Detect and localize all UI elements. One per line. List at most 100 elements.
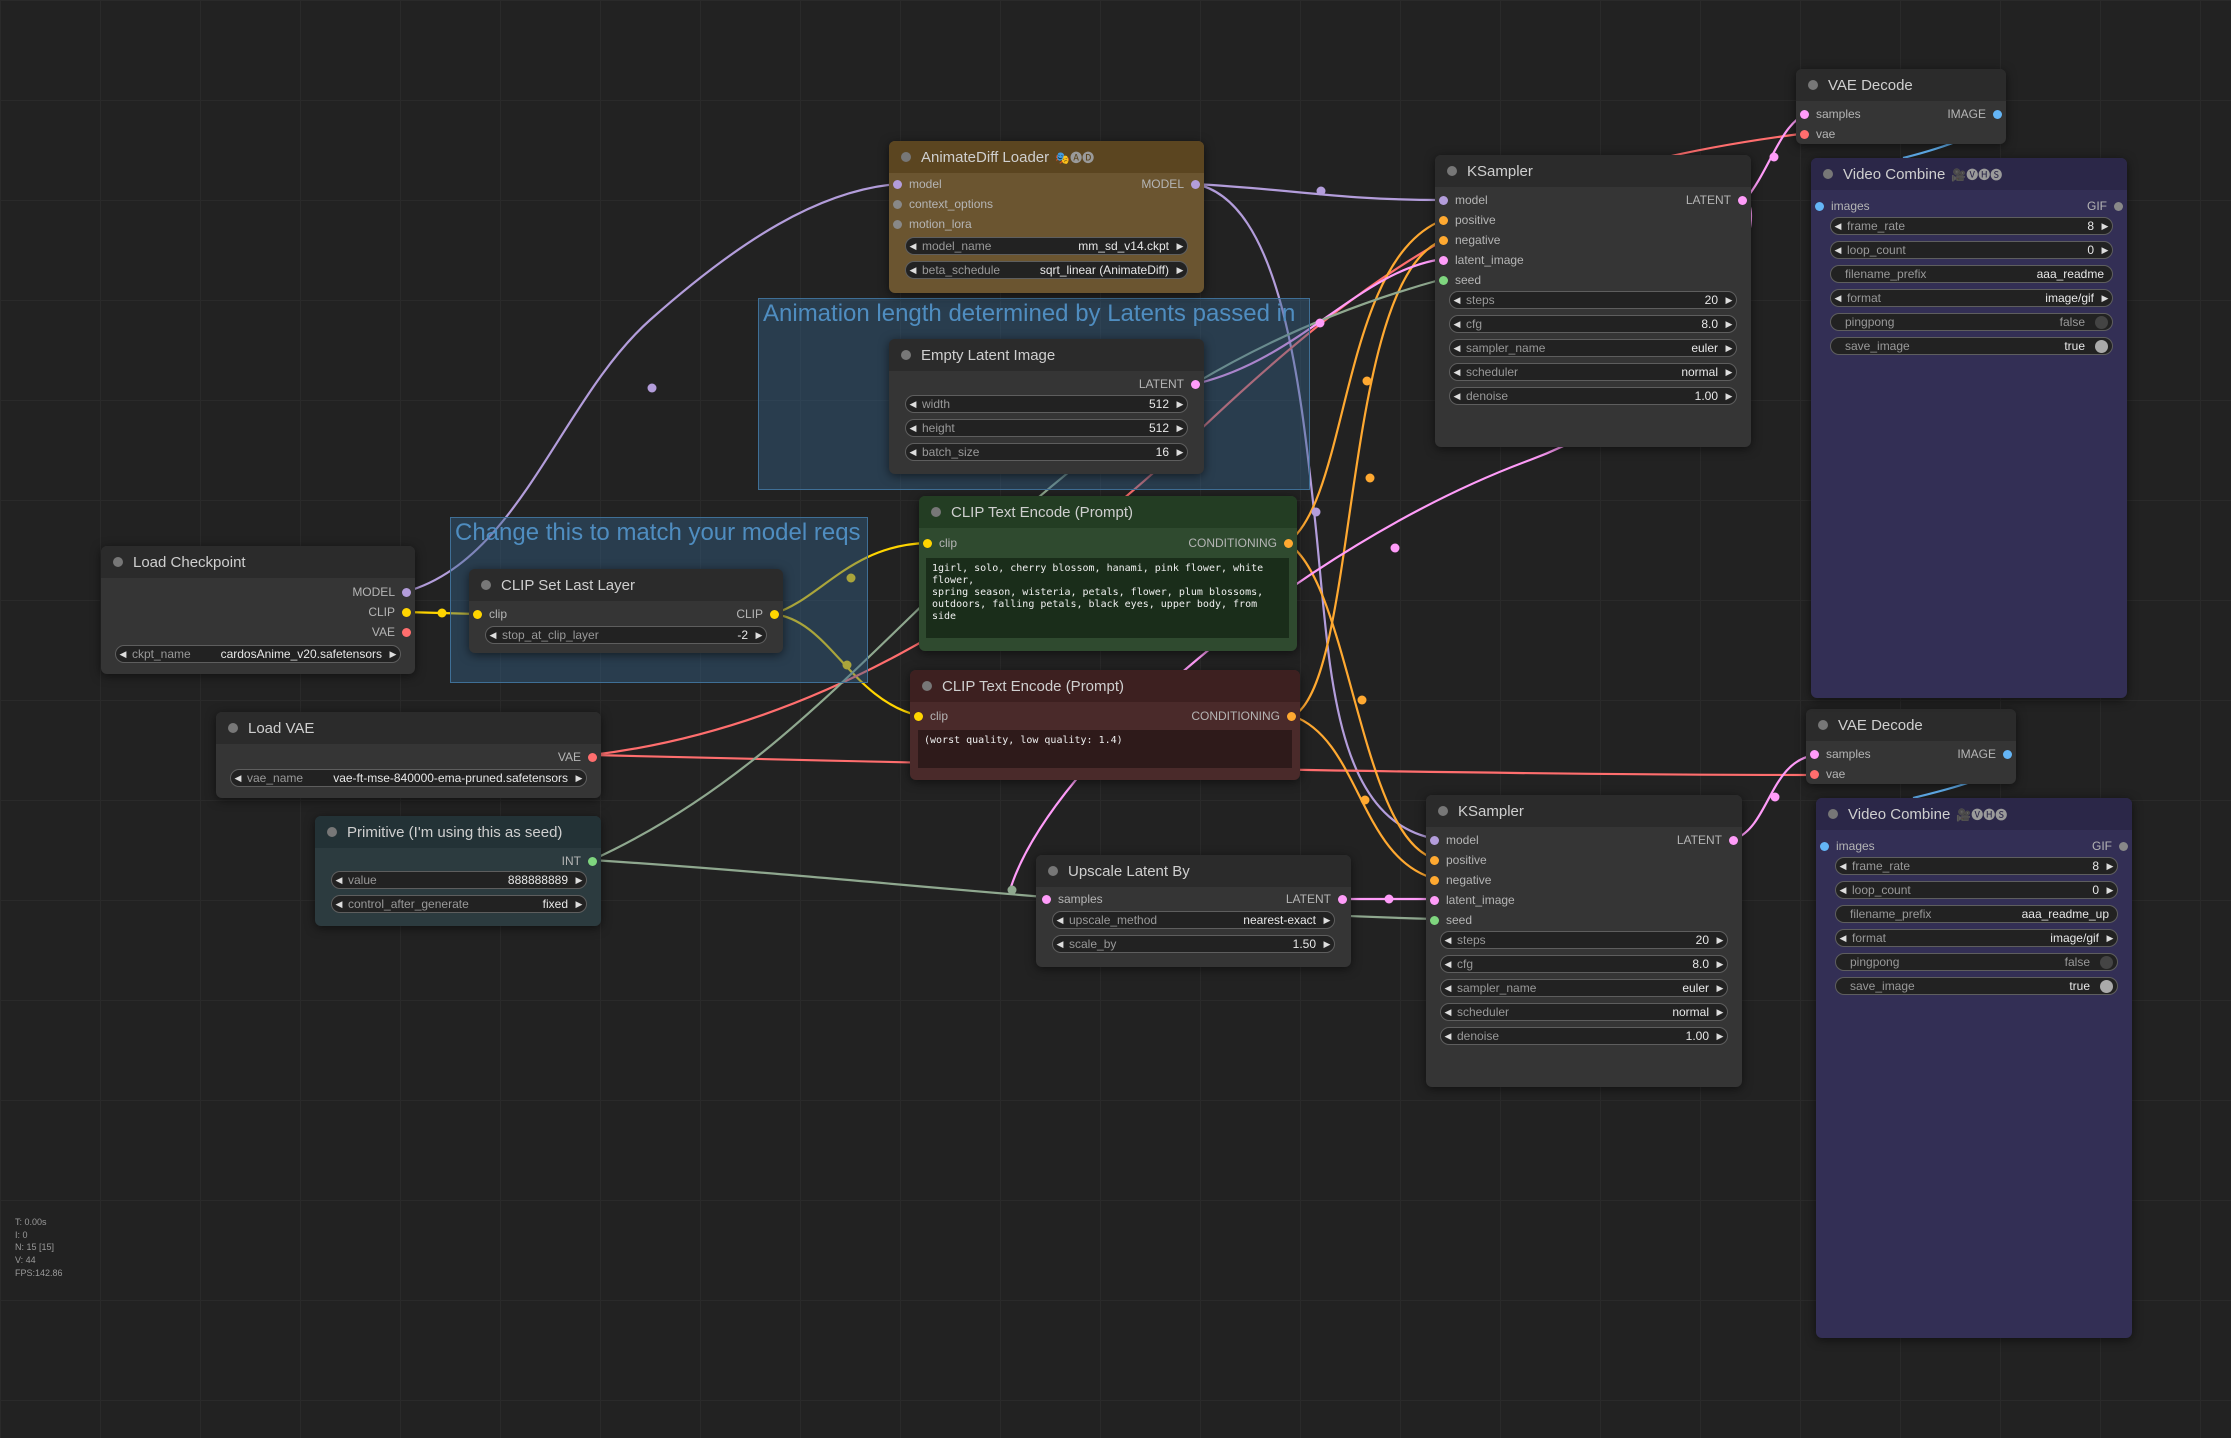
- input-model[interactable]: model: [1430, 833, 1479, 847]
- output-image[interactable]: IMAGE: [1957, 747, 2012, 761]
- node-title-bar[interactable]: CLIP Set Last Layer: [469, 569, 783, 601]
- input-vae[interactable]: vae: [1810, 767, 1845, 781]
- input-negative[interactable]: negative: [1439, 233, 1500, 247]
- node-title-bar[interactable]: Load Checkpoint: [101, 546, 415, 578]
- node-title-bar[interactable]: VAE Decode: [1806, 709, 2016, 741]
- input-latent-image[interactable]: latent_image: [1439, 253, 1524, 267]
- output-latent[interactable]: LATENT: [1286, 892, 1347, 906]
- collapse-dot[interactable]: [1823, 169, 1833, 179]
- collapse-dot[interactable]: [931, 507, 941, 517]
- input-motion-lora[interactable]: motion_lora: [893, 217, 972, 231]
- node-clip-set-last-layer[interactable]: CLIP Set Last Layer clip CLIP ◀stop_at_c…: [469, 569, 783, 653]
- collapse-dot[interactable]: [901, 350, 911, 360]
- node-title-bar[interactable]: Video Combine🎥🅥🅗🅢: [1816, 798, 2132, 830]
- node-title-bar[interactable]: VAE Decode: [1796, 69, 2006, 101]
- input-model[interactable]: model: [893, 177, 942, 191]
- node-title-bar[interactable]: KSampler: [1435, 155, 1751, 187]
- input-samples[interactable]: samples: [1810, 747, 1871, 761]
- node-title-bar[interactable]: Video Combine🎥🅥🅗🅢: [1811, 158, 2127, 190]
- input-vae[interactable]: vae: [1800, 127, 1835, 141]
- collapse-dot[interactable]: [481, 580, 491, 590]
- input-context-options[interactable]: context_options: [893, 197, 993, 211]
- collapse-dot[interactable]: [922, 681, 932, 691]
- input-negative[interactable]: negative: [1430, 873, 1491, 887]
- collapse-dot[interactable]: [113, 557, 123, 567]
- output-vae[interactable]: VAE: [558, 750, 597, 764]
- input-seed[interactable]: seed: [1439, 273, 1481, 287]
- node-title-bar[interactable]: Upscale Latent By: [1036, 855, 1351, 887]
- node-animatediff-loader[interactable]: AnimateDiff Loader🎭🅐🅓 model context_opti…: [889, 141, 1204, 293]
- collapse-dot[interactable]: [1808, 80, 1818, 90]
- input-model[interactable]: model: [1439, 193, 1488, 207]
- output-latent[interactable]: LATENT: [1686, 193, 1747, 207]
- output-conditioning[interactable]: CONDITIONING: [1188, 536, 1293, 550]
- node-title-bar[interactable]: AnimateDiff Loader🎭🅐🅓: [889, 141, 1204, 173]
- node-clip-text-encode-positive[interactable]: CLIP Text Encode (Prompt) clip CONDITION…: [919, 496, 1297, 651]
- output-int[interactable]: INT: [562, 854, 597, 868]
- output-gif[interactable]: GIF: [2092, 839, 2128, 853]
- output-vae[interactable]: VAE: [372, 625, 411, 639]
- node-title-bar[interactable]: CLIP Text Encode (Prompt): [910, 670, 1300, 702]
- output-clip[interactable]: CLIP: [368, 605, 411, 619]
- input-samples[interactable]: samples: [1042, 892, 1103, 906]
- collapse-dot[interactable]: [901, 152, 911, 162]
- input-images[interactable]: images: [1815, 199, 1870, 213]
- collapse-dot[interactable]: [1438, 806, 1448, 816]
- prompt-textarea[interactable]: 1girl, solo, cherry blossom, hanami, pin…: [926, 558, 1289, 638]
- input-seed[interactable]: seed: [1430, 913, 1472, 927]
- output-latent[interactable]: LATENT: [1139, 377, 1200, 391]
- collapse-dot[interactable]: [228, 723, 238, 733]
- collapse-dot[interactable]: [1048, 866, 1058, 876]
- output-image[interactable]: IMAGE: [1947, 107, 2002, 121]
- input-images[interactable]: images: [1820, 839, 1875, 853]
- output-gif[interactable]: GIF: [2087, 199, 2123, 213]
- collapse-dot[interactable]: [1447, 166, 1457, 176]
- input-positive[interactable]: positive: [1430, 853, 1487, 867]
- input-samples[interactable]: samples: [1800, 107, 1861, 121]
- prompt-textarea[interactable]: (worst quality, low quality: 1.4): [918, 730, 1292, 768]
- output-model[interactable]: MODEL: [1141, 177, 1200, 191]
- input-positive[interactable]: positive: [1439, 213, 1496, 227]
- node-title-bar[interactable]: Empty Latent Image: [889, 339, 1204, 371]
- collapse-dot[interactable]: [1828, 809, 1838, 819]
- node-ksampler-1[interactable]: KSampler model positive negative latent_…: [1435, 155, 1751, 447]
- input-latent-image[interactable]: latent_image: [1430, 893, 1515, 907]
- output-clip[interactable]: CLIP: [736, 607, 779, 621]
- node-clip-text-encode-negative[interactable]: CLIP Text Encode (Prompt) clip CONDITION…: [910, 670, 1300, 780]
- widget-stop-at-clip-layer[interactable]: ◀stop_at_clip_layer-2▶: [485, 626, 767, 644]
- node-upscale-latent-by[interactable]: Upscale Latent By samples LATENT ◀upscal…: [1036, 855, 1351, 967]
- output-model[interactable]: MODEL: [352, 585, 411, 599]
- input-clip[interactable]: clip: [914, 709, 948, 723]
